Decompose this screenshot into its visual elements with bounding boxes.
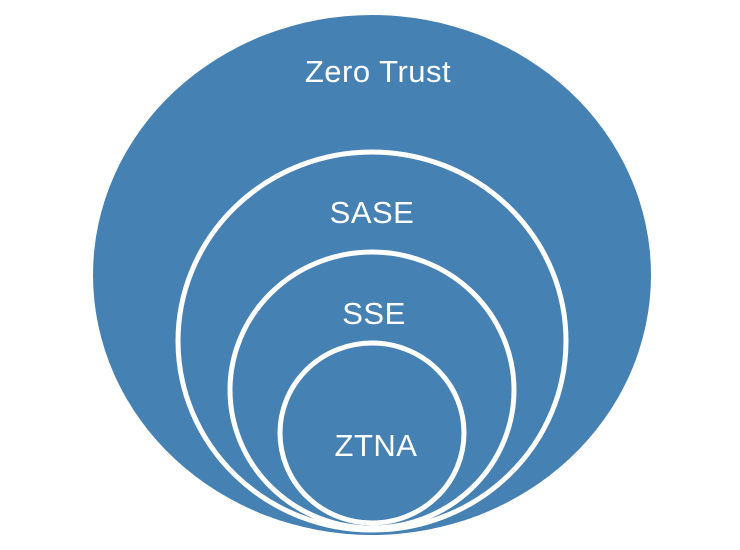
zero-trust-label: Zero Trust <box>305 54 451 89</box>
sase-label: SASE <box>330 195 415 230</box>
sse-circle <box>227 249 517 531</box>
ztna-label: ZTNA <box>335 428 418 463</box>
sse-label: SSE <box>342 296 406 331</box>
ztna-circle <box>277 340 467 526</box>
